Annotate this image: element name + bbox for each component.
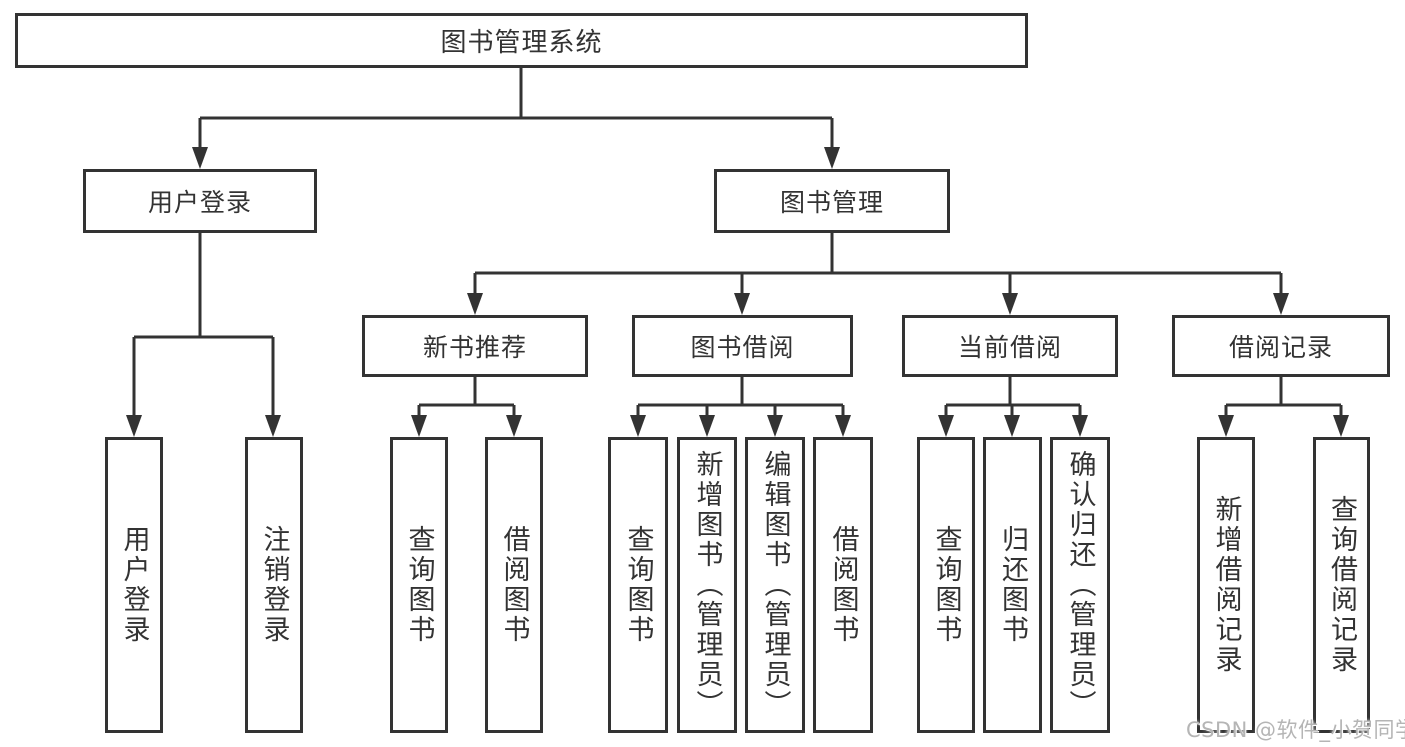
node-user-login: 用户登录 bbox=[83, 169, 317, 233]
leaf-borrow-books-label: 借阅图书 bbox=[827, 525, 859, 645]
leaf-logout-label: 注销登录 bbox=[258, 525, 290, 645]
node-current-borrow: 当前借阅 bbox=[902, 315, 1118, 377]
leaf-edit-book-admin-label: 编辑图书（管理员） bbox=[759, 450, 791, 720]
leaf-logout: 注销登录 bbox=[245, 437, 303, 733]
connector-lines bbox=[132, 68, 1343, 419]
leaf-user-login: 用户登录 bbox=[105, 437, 163, 733]
arrowheads bbox=[126, 147, 1349, 437]
leaf-query-books-current-label: 查询图书 bbox=[930, 525, 962, 645]
leaf-add-borrow-record-label: 新增借阅记录 bbox=[1210, 495, 1242, 675]
leaf-return-book: 归还图书 bbox=[983, 437, 1042, 733]
leaf-query-books-borrow: 查询图书 bbox=[608, 437, 668, 733]
leaf-edit-book-admin: 编辑图书（管理员） bbox=[745, 437, 805, 733]
node-new-book-recommend: 新书推荐 bbox=[362, 315, 588, 377]
leaf-return-book-label: 归还图书 bbox=[997, 525, 1028, 645]
root-node: 图书管理系统 bbox=[15, 13, 1028, 68]
leaf-query-books-recommend: 查询图书 bbox=[390, 437, 448, 733]
leaf-query-borrow-record-label: 查询借阅记录 bbox=[1326, 495, 1357, 675]
leaf-query-books-borrow-label: 查询图书 bbox=[622, 525, 654, 645]
leaf-borrow-books: 借阅图书 bbox=[813, 437, 873, 733]
leaf-confirm-return-admin: 确认归还（管理员） bbox=[1050, 437, 1110, 733]
leaf-query-books-current: 查询图书 bbox=[917, 437, 975, 733]
leaf-borrow-books-recommend: 借阅图书 bbox=[485, 437, 543, 733]
leaf-confirm-return-admin-label: 确认归还（管理员） bbox=[1064, 450, 1096, 720]
node-borrow-records: 借阅记录 bbox=[1172, 315, 1390, 377]
leaf-add-book-admin: 新增图书（管理员） bbox=[677, 437, 737, 733]
leaf-user-login-label: 用户登录 bbox=[118, 525, 150, 645]
leaf-add-book-admin-label: 新增图书（管理员） bbox=[691, 450, 723, 720]
node-book-management: 图书管理 bbox=[714, 169, 950, 233]
leaf-query-books-recommend-label: 查询图书 bbox=[403, 525, 435, 645]
leaf-query-borrow-record: 查询借阅记录 bbox=[1313, 437, 1370, 733]
node-book-borrow: 图书借阅 bbox=[632, 315, 853, 377]
leaf-borrow-books-recommend-label: 借阅图书 bbox=[498, 525, 530, 645]
leaf-add-borrow-record: 新增借阅记录 bbox=[1197, 437, 1255, 733]
watermark: CSDN @软件_小贺同学 bbox=[1186, 718, 1405, 742]
